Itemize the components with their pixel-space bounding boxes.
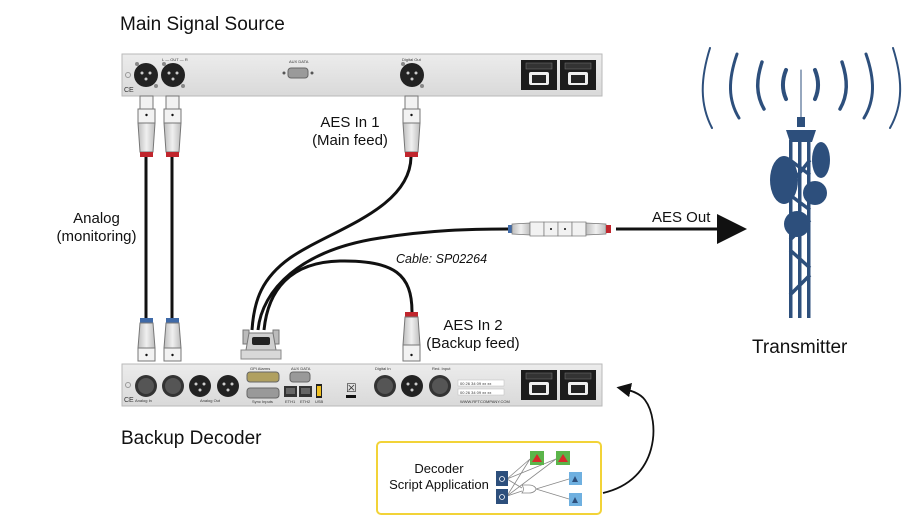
script-flow-graph [496, 451, 582, 506]
gpi-alarms-label: GPI Alarms [250, 366, 270, 371]
cable-label: Cable: SP02264 [396, 252, 488, 266]
analog-plug-right-backup [163, 318, 182, 362]
tower-structure [770, 117, 830, 318]
redundant-input-label: Red. Input [432, 366, 451, 371]
main-aux-label: AUX DATA [289, 59, 309, 64]
analog-plug-left [137, 95, 156, 157]
transmitter-tower-icon [701, 47, 902, 129]
backup-decoder-title: Backup Decoder [121, 428, 262, 449]
analog-plug-right [163, 95, 182, 157]
script-logic-gate [521, 484, 537, 494]
script-app-name-1: Decoder [414, 461, 464, 476]
analog-name: Analog [73, 210, 120, 227]
aes-in-2-name: AES In 2 [443, 317, 503, 334]
backup-decoder-panel: CE ☒ [121, 363, 603, 407]
transmitter-title: Transmitter [752, 337, 848, 358]
script-output-node-1 [569, 472, 582, 485]
analog-label: Analog (monitoring) [44, 210, 149, 246]
cables [144, 156, 747, 331]
website-label: WWW.RFTCOMPANY.COM [460, 399, 510, 404]
aes-in-2-desc: (Backup feed) [426, 335, 520, 352]
script-app-label: Decoder Script Application [380, 461, 498, 493]
power-inlet-1 [521, 60, 557, 90]
mac-address-2: 00 26 34 09 xx xx [460, 390, 491, 395]
eth1-label: ETH1 [285, 399, 296, 404]
db25-connector [240, 329, 282, 360]
svg-text:CE: CE [124, 397, 134, 404]
aes-out-label: AES Out [652, 209, 711, 226]
mac-address-1: 00 26 34 09 xx xx [460, 381, 491, 386]
aes-in-1-name: AES In 1 [320, 114, 380, 131]
aes-in-1-label: AES In 1 (Main feed) [305, 114, 395, 150]
ce-mark: CE [124, 87, 134, 94]
sync-inputs-label: Sync Inputs [252, 399, 273, 404]
digital-in-label: Digital In [375, 366, 391, 371]
power-inlet-2 [560, 60, 596, 90]
aes-in-2-cable [262, 259, 414, 331]
aes-in-1-cable [250, 156, 413, 331]
script-output-node-2 [569, 493, 582, 506]
weee-icon: ☒ [346, 381, 357, 395]
main-source-title: Main Signal Source [120, 14, 285, 35]
script-input-node-2 [496, 489, 508, 504]
xlr-out-left [134, 62, 158, 88]
main-out-label: L — OUT — R [162, 57, 188, 62]
decoder-script-application-box[interactable]: Decoder Script Application [376, 441, 602, 515]
eth2-label: ETH2 [300, 399, 311, 404]
main-digital-out-label: Digital Out [402, 57, 422, 62]
xlr-digital-out [400, 62, 424, 88]
aes-in-1-desc: (Main feed) [312, 132, 388, 149]
usb-label: USB [315, 399, 324, 404]
inline-xlr-coupler [508, 221, 611, 237]
aes-out-cable [256, 227, 509, 331]
aes-in-2-plug [402, 312, 421, 362]
analog-plug-left-backup [137, 318, 156, 362]
script-input-node-1 [496, 471, 508, 486]
aes-in-1-plug [402, 95, 421, 157]
script-link-arrow [602, 383, 655, 494]
aux-data-port [282, 67, 314, 79]
xlr-out-right [161, 62, 185, 88]
backup-aux-label: AUX DATA [291, 366, 311, 371]
analog-desc: (monitoring) [56, 228, 137, 245]
script-alarm-node-1 [530, 451, 544, 465]
aes-in-2-label: AES In 2 (Backup feed) [418, 317, 528, 353]
script-alarm-node-2 [556, 451, 570, 465]
analog-out-label: Analog Out [200, 398, 221, 403]
analog-in-label: Analog In [135, 398, 152, 403]
script-app-name-2: Script Application [389, 477, 489, 492]
main-source-panel: CE [121, 53, 603, 97]
